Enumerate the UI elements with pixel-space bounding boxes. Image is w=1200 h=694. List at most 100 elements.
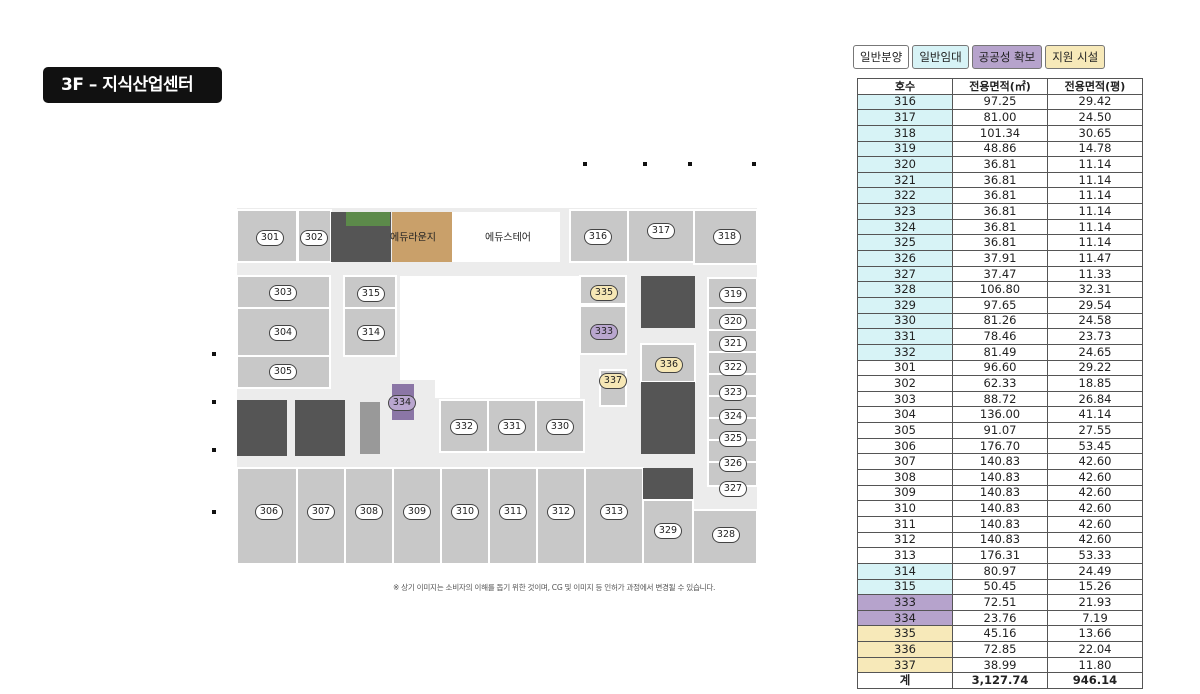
floor-title-badge: 3F – 지식산업센터 <box>43 67 222 103</box>
unit-label-334[interactable]: 334 <box>388 395 416 411</box>
cell-area-pyeong: 11.14 <box>1047 187 1143 205</box>
unit-label-315[interactable]: 315 <box>357 286 385 302</box>
col-header-area-m2: 전용면적(㎡) <box>952 78 1048 95</box>
cell-unit: 328 <box>857 281 953 298</box>
cell-area-m2: 38.99 <box>952 656 1048 674</box>
unit-label-316[interactable]: 316 <box>584 229 612 245</box>
unit-label-318[interactable]: 318 <box>713 229 741 245</box>
unit-label-301[interactable]: 301 <box>256 230 284 246</box>
cell-area-pyeong: 27.55 <box>1047 422 1143 439</box>
unit-label-309[interactable]: 309 <box>403 504 431 520</box>
cell-area-m2: 136.00 <box>952 406 1048 424</box>
unit-label-314[interactable]: 314 <box>357 325 385 341</box>
unit-label-311[interactable]: 311 <box>499 504 527 520</box>
cell-area-m2: 140.83 <box>952 469 1048 486</box>
unit-label-327[interactable]: 327 <box>719 481 747 497</box>
cell-area-pyeong: 29.22 <box>1047 359 1143 377</box>
legend-sale: 일반분양 <box>853 45 910 69</box>
cell-unit: 302 <box>857 375 953 392</box>
cell-area-m2: 80.97 <box>952 562 1048 580</box>
cell-area-m2: 36.81 <box>952 218 1048 236</box>
unit-label-310[interactable]: 310 <box>451 504 479 520</box>
cell-area-pyeong: 11.47 <box>1047 250 1143 267</box>
unit-label-337[interactable]: 337 <box>599 373 627 389</box>
col-header-area-pyeong: 전용면적(평) <box>1047 78 1143 95</box>
cell-area-m2: 140.83 <box>952 515 1048 533</box>
unit-label-328[interactable]: 328 <box>712 527 740 543</box>
unit-label-336[interactable]: 336 <box>655 357 683 373</box>
cell-area-pyeong: 21.93 <box>1047 594 1143 611</box>
unit-label-323[interactable]: 323 <box>719 385 747 401</box>
unit-label-305[interactable]: 305 <box>269 364 297 380</box>
cell-unit: 311 <box>857 515 953 533</box>
unit-label-326[interactable]: 326 <box>719 456 747 472</box>
cell-unit: 323 <box>857 203 953 220</box>
cell-area-m2: 36.81 <box>952 203 1048 220</box>
cell-area-m2: 88.72 <box>952 390 1048 408</box>
unit-label-321[interactable]: 321 <box>719 336 747 352</box>
unit-label-313[interactable]: 313 <box>600 504 628 520</box>
unit-label-322[interactable]: 322 <box>719 360 747 376</box>
cell-area-pyeong: 29.42 <box>1047 93 1143 111</box>
unit-label-330[interactable]: 330 <box>546 419 574 435</box>
unit-label-331[interactable]: 331 <box>498 419 526 435</box>
cell-area-pyeong: 42.60 <box>1047 469 1143 486</box>
unit-label-303[interactable]: 303 <box>269 285 297 301</box>
table-header-row: 호수 전용면적(㎡) 전용면적(평) <box>857 78 1143 95</box>
unit-label-304[interactable]: 304 <box>269 325 297 341</box>
cell-area-m2: 81.49 <box>952 343 1048 361</box>
cell-unit: 334 <box>857 609 953 627</box>
unit-label-325[interactable]: 325 <box>719 431 747 447</box>
cell-area-pyeong: 42.60 <box>1047 453 1143 471</box>
cell-area-m2: 101.34 <box>952 124 1048 142</box>
cell-area-pyeong: 42.60 <box>1047 500 1143 517</box>
cell-area-pyeong: 24.49 <box>1047 562 1143 580</box>
unit-label-319[interactable]: 319 <box>719 287 747 303</box>
unit-label-332[interactable]: 332 <box>450 419 478 435</box>
cell-unit: 307 <box>857 453 953 471</box>
cell-unit: 304 <box>857 406 953 424</box>
cell-area-pyeong: 14.78 <box>1047 140 1143 158</box>
cell-area-m2: 140.83 <box>952 531 1048 549</box>
unit-label-312[interactable]: 312 <box>547 504 575 520</box>
unit-label-308[interactable]: 308 <box>355 504 383 520</box>
cell-unit: 318 <box>857 124 953 142</box>
cell-area-m2: 72.85 <box>952 641 1048 658</box>
cell-area-pyeong: 42.60 <box>1047 484 1143 502</box>
unit-label-324[interactable]: 324 <box>719 409 747 425</box>
unit-label-317[interactable]: 317 <box>647 223 675 239</box>
cell-area-pyeong: 11.14 <box>1047 156 1143 173</box>
unit-label-307[interactable]: 307 <box>307 504 335 520</box>
cell-unit: 308 <box>857 469 953 486</box>
cell-unit: 337 <box>857 656 953 674</box>
cell-unit: 312 <box>857 531 953 549</box>
unit-label-333[interactable]: 333 <box>590 324 618 340</box>
unit-label-320[interactable]: 320 <box>719 314 747 330</box>
cell-area-pyeong: 13.66 <box>1047 625 1143 643</box>
unit-label-306[interactable]: 306 <box>255 504 283 520</box>
cell-unit: 335 <box>857 625 953 643</box>
cell-area-pyeong: 53.33 <box>1047 547 1143 564</box>
unit-label-329[interactable]: 329 <box>654 523 682 539</box>
unit-label-335[interactable]: 335 <box>590 285 618 301</box>
cell-area-pyeong: 18.85 <box>1047 375 1143 392</box>
cell-area-pyeong: 11.33 <box>1047 265 1143 283</box>
unit-label-302[interactable]: 302 <box>300 230 328 246</box>
cell-area-pyeong: 7.19 <box>1047 609 1143 627</box>
cell-area-pyeong: 11.14 <box>1047 171 1143 189</box>
